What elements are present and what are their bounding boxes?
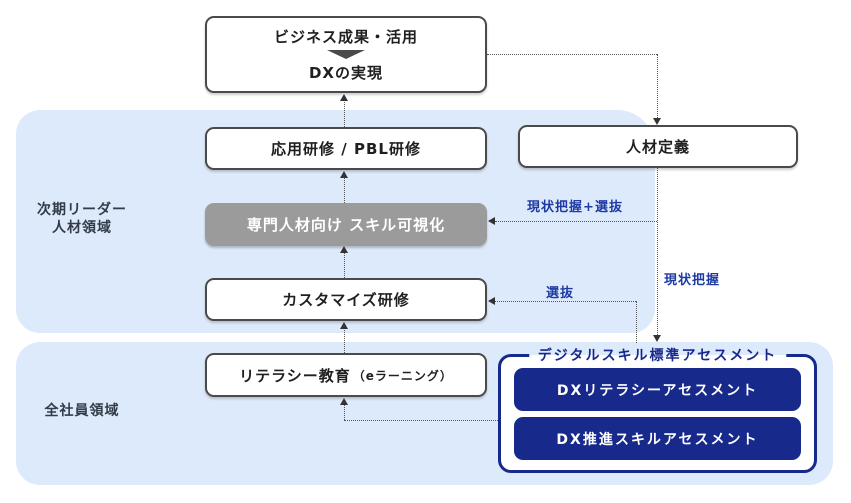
arrowhead-up-custom (340, 322, 348, 329)
connector-applied-to-outcome (344, 100, 345, 127)
region-label-next-leaders: 次期リーダー 人材領域 (16, 201, 148, 237)
node-business-outcome: ビジネス成果・活用 DXの実現 (205, 16, 487, 93)
node-literacy-education-label: リテラシー教育 (239, 366, 351, 385)
edge-label-grasp-select: 現状把握+選抜 (527, 200, 623, 215)
node-literacy-education: リテラシー教育 （eラーニング） (205, 353, 487, 397)
node-applied-training: 応用研修 / PBL研修 (205, 127, 487, 170)
connector-literacy-to-custom (344, 328, 345, 353)
connector-talent-to-assessment (657, 168, 658, 335)
node-literacy-education-sublabel: （eラーニング） (352, 368, 453, 383)
node-customized-training: カスタマイズ研修 (205, 278, 487, 321)
arrowhead-up-outcome (340, 94, 348, 101)
triangle-down-icon (327, 50, 365, 59)
connector-grasp-select-to-gray (495, 221, 657, 222)
node-business-outcome-line2: DXの実現 (308, 64, 384, 82)
node-skill-visualization: 専門人材向け スキル可視化 (205, 203, 487, 246)
arrowhead-up-gray (340, 246, 348, 253)
connector-outcome-to-talent-horizontal (487, 54, 657, 55)
arrowhead-up-literacy (340, 398, 348, 405)
arrowhead-up-applied (340, 171, 348, 178)
arrowhead-left-custom (488, 297, 495, 305)
connector-assessment-to-literacy-horizontal (344, 420, 498, 421)
connector-outcome-to-talent-vertical (657, 54, 658, 118)
arrowhead-down-talent (653, 118, 661, 125)
arrowhead-down-assessment (653, 335, 661, 342)
connector-assessment-to-literacy-vertical (344, 404, 345, 420)
node-talent-definition: 人材定義 (518, 125, 798, 168)
region-label-next-leaders-line1: 次期リーダー (37, 202, 127, 218)
connector-custom-to-gray (344, 252, 345, 278)
connector-gray-to-applied (344, 177, 345, 203)
connector-select-horizontal (495, 301, 636, 302)
edge-label-grasp: 現状把握 (664, 273, 721, 288)
arrowhead-left-gray (488, 217, 495, 225)
node-business-outcome-line1: ビジネス成果・活用 (273, 28, 418, 46)
assessment-panel-title: デジタルスキル標準アセスメント (528, 345, 787, 365)
connector-select-vertical (636, 301, 637, 343)
assessment-item-dx-literacy: DXリテラシーアセスメント (514, 368, 801, 411)
region-label-next-leaders-line2: 人材領域 (52, 220, 112, 236)
assessment-item-dx-promotion-skill: DX推進スキルアセスメント (514, 417, 801, 460)
region-label-all-employees: 全社員領域 (44, 403, 120, 419)
edge-label-select: 選抜 (545, 286, 574, 301)
assessment-panel: デジタルスキル標準アセスメント DXリテラシーアセスメント DX推進スキルアセス… (498, 345, 817, 473)
